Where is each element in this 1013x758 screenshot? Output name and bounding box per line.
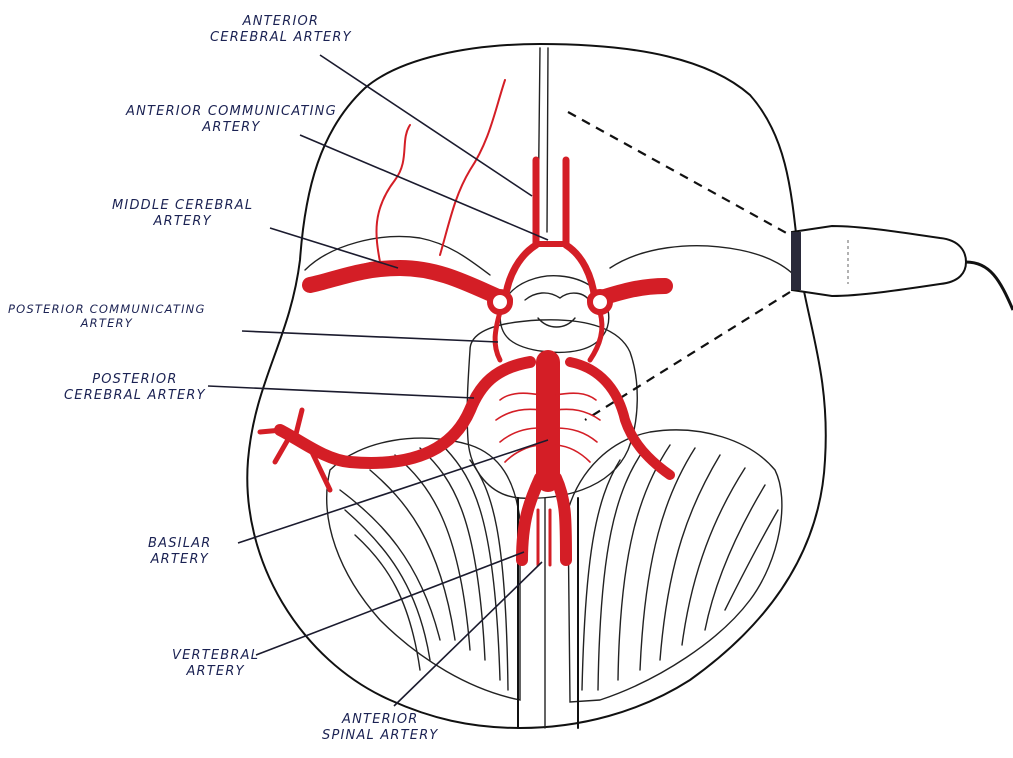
label-anterior-spinal-artery: ANTERIOR SPINAL ARTERY (322, 712, 439, 745)
pcom-line1: POSTERIOR COMMUNICATING (8, 302, 206, 316)
right-posterior-communicating-artery (590, 312, 602, 360)
acom-line1: ANTERIOR COMMUNICATING (126, 104, 337, 120)
aca-line1: ANTERIOR (210, 14, 352, 30)
label-posterior-communicating-artery: POSTERIOR COMMUNICATING ARTERY (8, 302, 206, 331)
vertebral-line1: VERTEBRAL (172, 648, 259, 664)
label-basilar-artery: BASILAR ARTERY (148, 536, 211, 569)
left-internal-carotid (490, 292, 510, 312)
ultrasound-probe-icon (791, 226, 1013, 310)
leader-pca (208, 386, 474, 398)
cortical-branches (330, 80, 505, 275)
mca-line1: MIDDLE CEREBRAL (112, 198, 253, 214)
basilar-line2: ARTERY (148, 552, 211, 568)
label-anterior-cerebral-artery: ANTERIOR CEREBRAL ARTERY (210, 14, 352, 47)
right-vertebral-artery (556, 478, 566, 560)
label-anterior-communicating-artery: ANTERIOR COMMUNICATING ARTERY (126, 104, 337, 137)
left-cerebellum-outline (327, 438, 520, 700)
leader-aca (320, 55, 532, 196)
asa-line2: SPINAL ARTERY (322, 728, 439, 744)
asa-line1: ANTERIOR (322, 712, 439, 728)
vertebral-line2: ARTERY (172, 664, 259, 680)
mca-line2: ARTERY (112, 214, 253, 230)
leader-acom (300, 135, 548, 240)
pcom-line2: ARTERY (8, 316, 206, 330)
label-middle-cerebral-artery: MIDDLE CEREBRAL ARTERY (112, 198, 253, 231)
left-middle-cerebral-artery (310, 268, 505, 300)
leader-basilar (238, 440, 548, 543)
label-posterior-cerebral-artery: POSTERIOR CEREBRAL ARTERY (64, 372, 206, 405)
circle-of-willis-anterior (505, 245, 595, 300)
basilar-line1: BASILAR (148, 536, 211, 552)
right-temporal-lobe-outline (610, 246, 800, 282)
dashed-line-upper (568, 112, 790, 235)
pca-line2: CEREBRAL ARTERY (64, 388, 206, 404)
right-internal-carotid (590, 292, 610, 312)
aca-line2: CEREBRAL ARTERY (210, 30, 352, 46)
label-vertebral-artery: VERTEBRAL ARTERY (172, 648, 259, 681)
left-posterior-cerebral-artery (280, 362, 530, 463)
pca-line1: POSTERIOR (64, 372, 206, 388)
acom-line2: ARTERY (126, 120, 337, 136)
left-posterior-communicating-artery (495, 312, 500, 360)
anterior-spinal-artery (538, 510, 550, 565)
